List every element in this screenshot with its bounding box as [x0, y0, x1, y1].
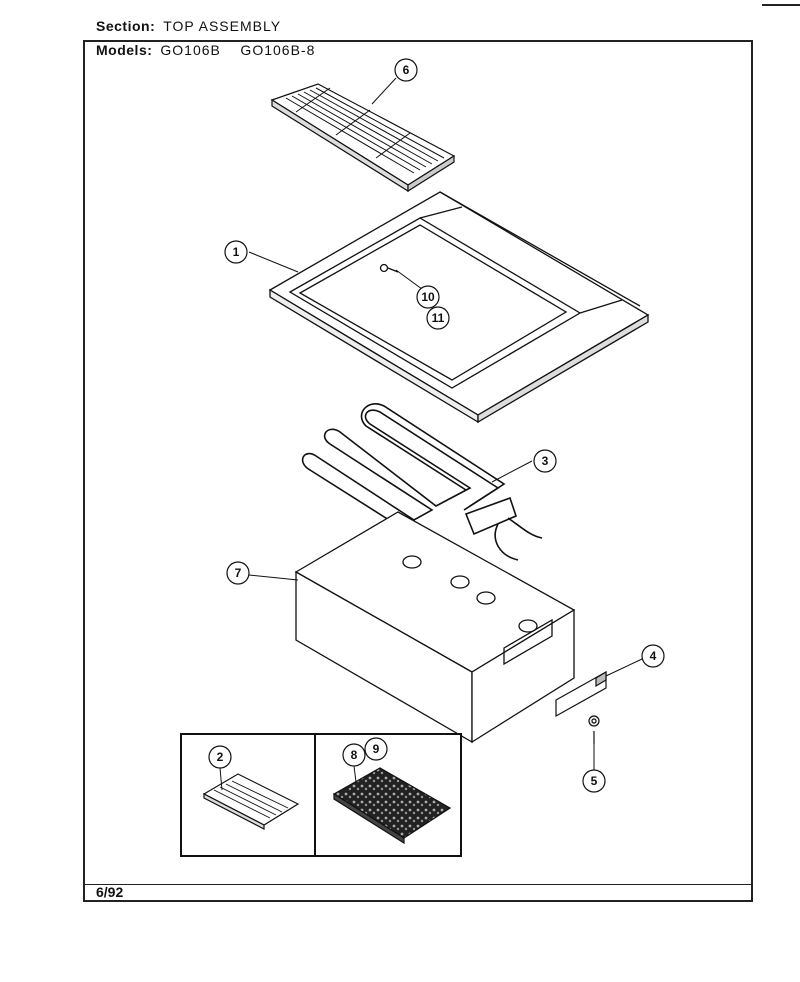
- callout-3: [533, 449, 557, 473]
- callout-3-label: 3: [542, 454, 549, 468]
- revision-date: 6/92: [96, 884, 124, 900]
- grill-grate-part: [270, 83, 456, 193]
- callout-leaders: [219, 77, 643, 791]
- callout-11-label: 11: [432, 311, 445, 325]
- callout-4: [641, 644, 665, 668]
- callout-10-label: 10: [421, 290, 435, 304]
- callout-8-label: 8: [351, 748, 358, 762]
- section-heading: Section: TOP ASSEMBLY: [96, 18, 281, 34]
- lava-rock-tray-part: [332, 767, 452, 845]
- corner-rule: [762, 4, 800, 6]
- callout-9: [364, 737, 388, 761]
- bracket-part: [555, 670, 607, 718]
- callout-4-label: 4: [650, 649, 657, 663]
- callout-8: [342, 743, 366, 767]
- callout-5-label: 5: [591, 774, 598, 788]
- callout-6-label: 6: [403, 63, 410, 77]
- callout-9-label: 9: [373, 742, 380, 756]
- callout-1-label: 1: [233, 245, 240, 259]
- callout-1: [224, 240, 248, 264]
- callout-2-label: 2: [217, 750, 224, 764]
- callout-7: [226, 561, 250, 585]
- callout-10: [416, 285, 440, 309]
- models-heading: Models: GO106B GO106B-8: [96, 42, 315, 58]
- models-value: GO106B GO106B-8: [160, 42, 316, 58]
- cooktop-frame-part: [268, 191, 650, 424]
- drip-pan-part: [294, 511, 576, 744]
- callout-2: [208, 745, 232, 769]
- small-grate-part: [202, 773, 300, 830]
- callout-5: [582, 769, 606, 793]
- heating-element-part: [301, 403, 543, 561]
- nut-part: [588, 715, 600, 744]
- callout-circles: [208, 58, 665, 793]
- callout-6: [394, 58, 418, 82]
- section-label: Section:: [96, 18, 156, 34]
- section-value: TOP ASSEMBLY: [163, 18, 282, 34]
- callout-11: [426, 306, 450, 330]
- diagram-frame: [83, 40, 753, 902]
- footer-divider: [83, 884, 753, 885]
- models-label: Models:: [96, 42, 153, 58]
- callout-7-label: 7: [235, 566, 242, 580]
